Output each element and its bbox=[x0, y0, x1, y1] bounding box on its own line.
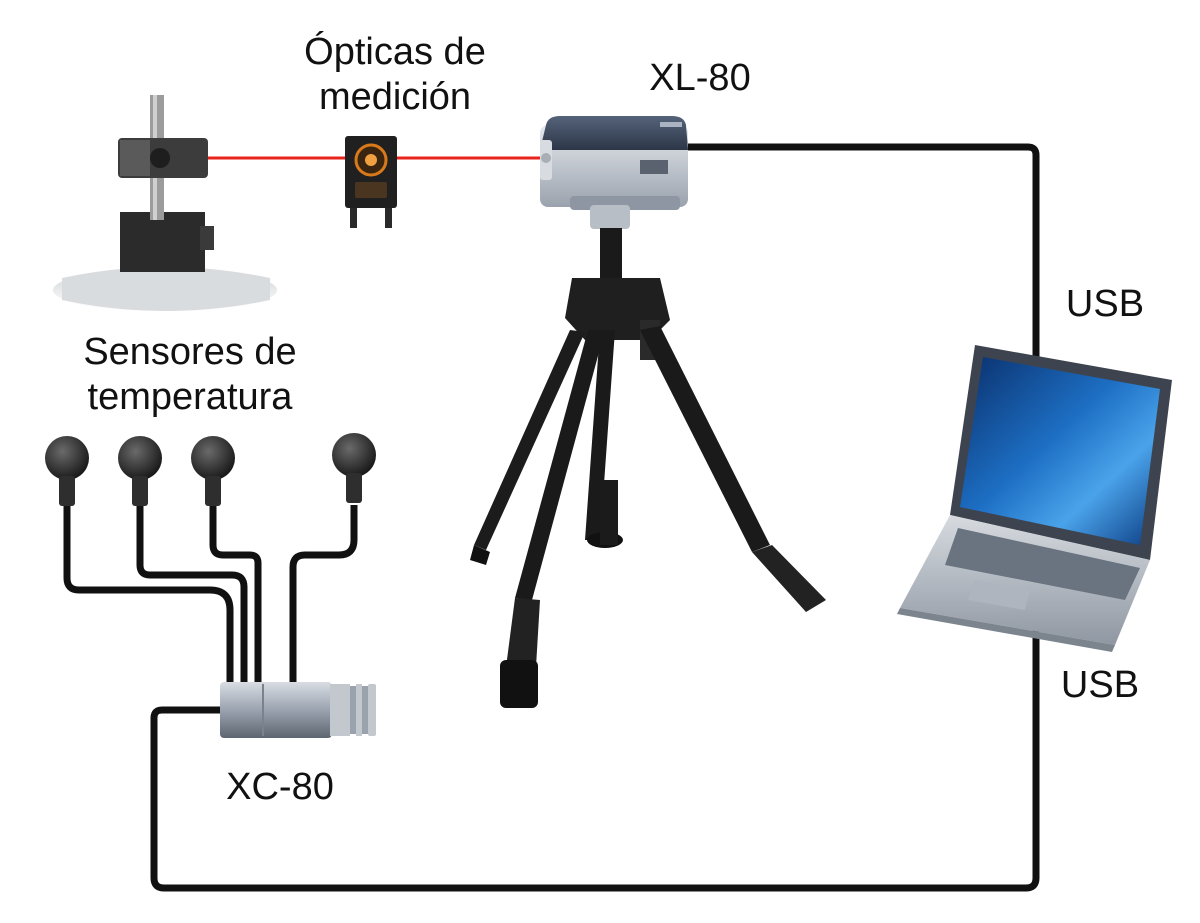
temperature-sensor-icon bbox=[118, 436, 162, 506]
label-temperature-sensors-line1: Sensores de bbox=[83, 331, 297, 373]
label-xl80: XL-80 bbox=[649, 57, 751, 99]
label-xc80: XC-80 bbox=[226, 766, 334, 808]
usb-cable-laptop-xc80 bbox=[150, 630, 1040, 892]
xc80-compensator-icon bbox=[220, 682, 376, 738]
temperature-sensors bbox=[45, 433, 376, 690]
temperature-sensor-icon bbox=[191, 436, 235, 506]
usb-cable-xl80-laptop bbox=[688, 143, 1040, 360]
label-temperature-sensors-line2: temperatura bbox=[87, 376, 293, 418]
temperature-sensor-icon bbox=[45, 436, 89, 506]
label-measurement-optics-line1: Ópticas de bbox=[304, 31, 486, 73]
optical-stand-icon bbox=[53, 95, 277, 312]
label-usb-bottom: USB bbox=[1060, 664, 1140, 706]
label-temperature-sensors: Sensores de temperatura bbox=[40, 330, 340, 420]
usb-cable-network bbox=[150, 143, 1040, 892]
laptop-icon bbox=[897, 345, 1172, 652]
label-measurement-optics-line2: medición bbox=[318, 76, 472, 118]
label-usb-top: USB bbox=[1065, 283, 1145, 325]
xl80-laser-icon bbox=[540, 116, 688, 210]
tripod-icon bbox=[470, 205, 826, 708]
measurement-optics-icon bbox=[345, 136, 397, 228]
label-measurement-optics: Ópticas de medición bbox=[270, 30, 520, 120]
temperature-sensor-icon bbox=[332, 433, 376, 503]
